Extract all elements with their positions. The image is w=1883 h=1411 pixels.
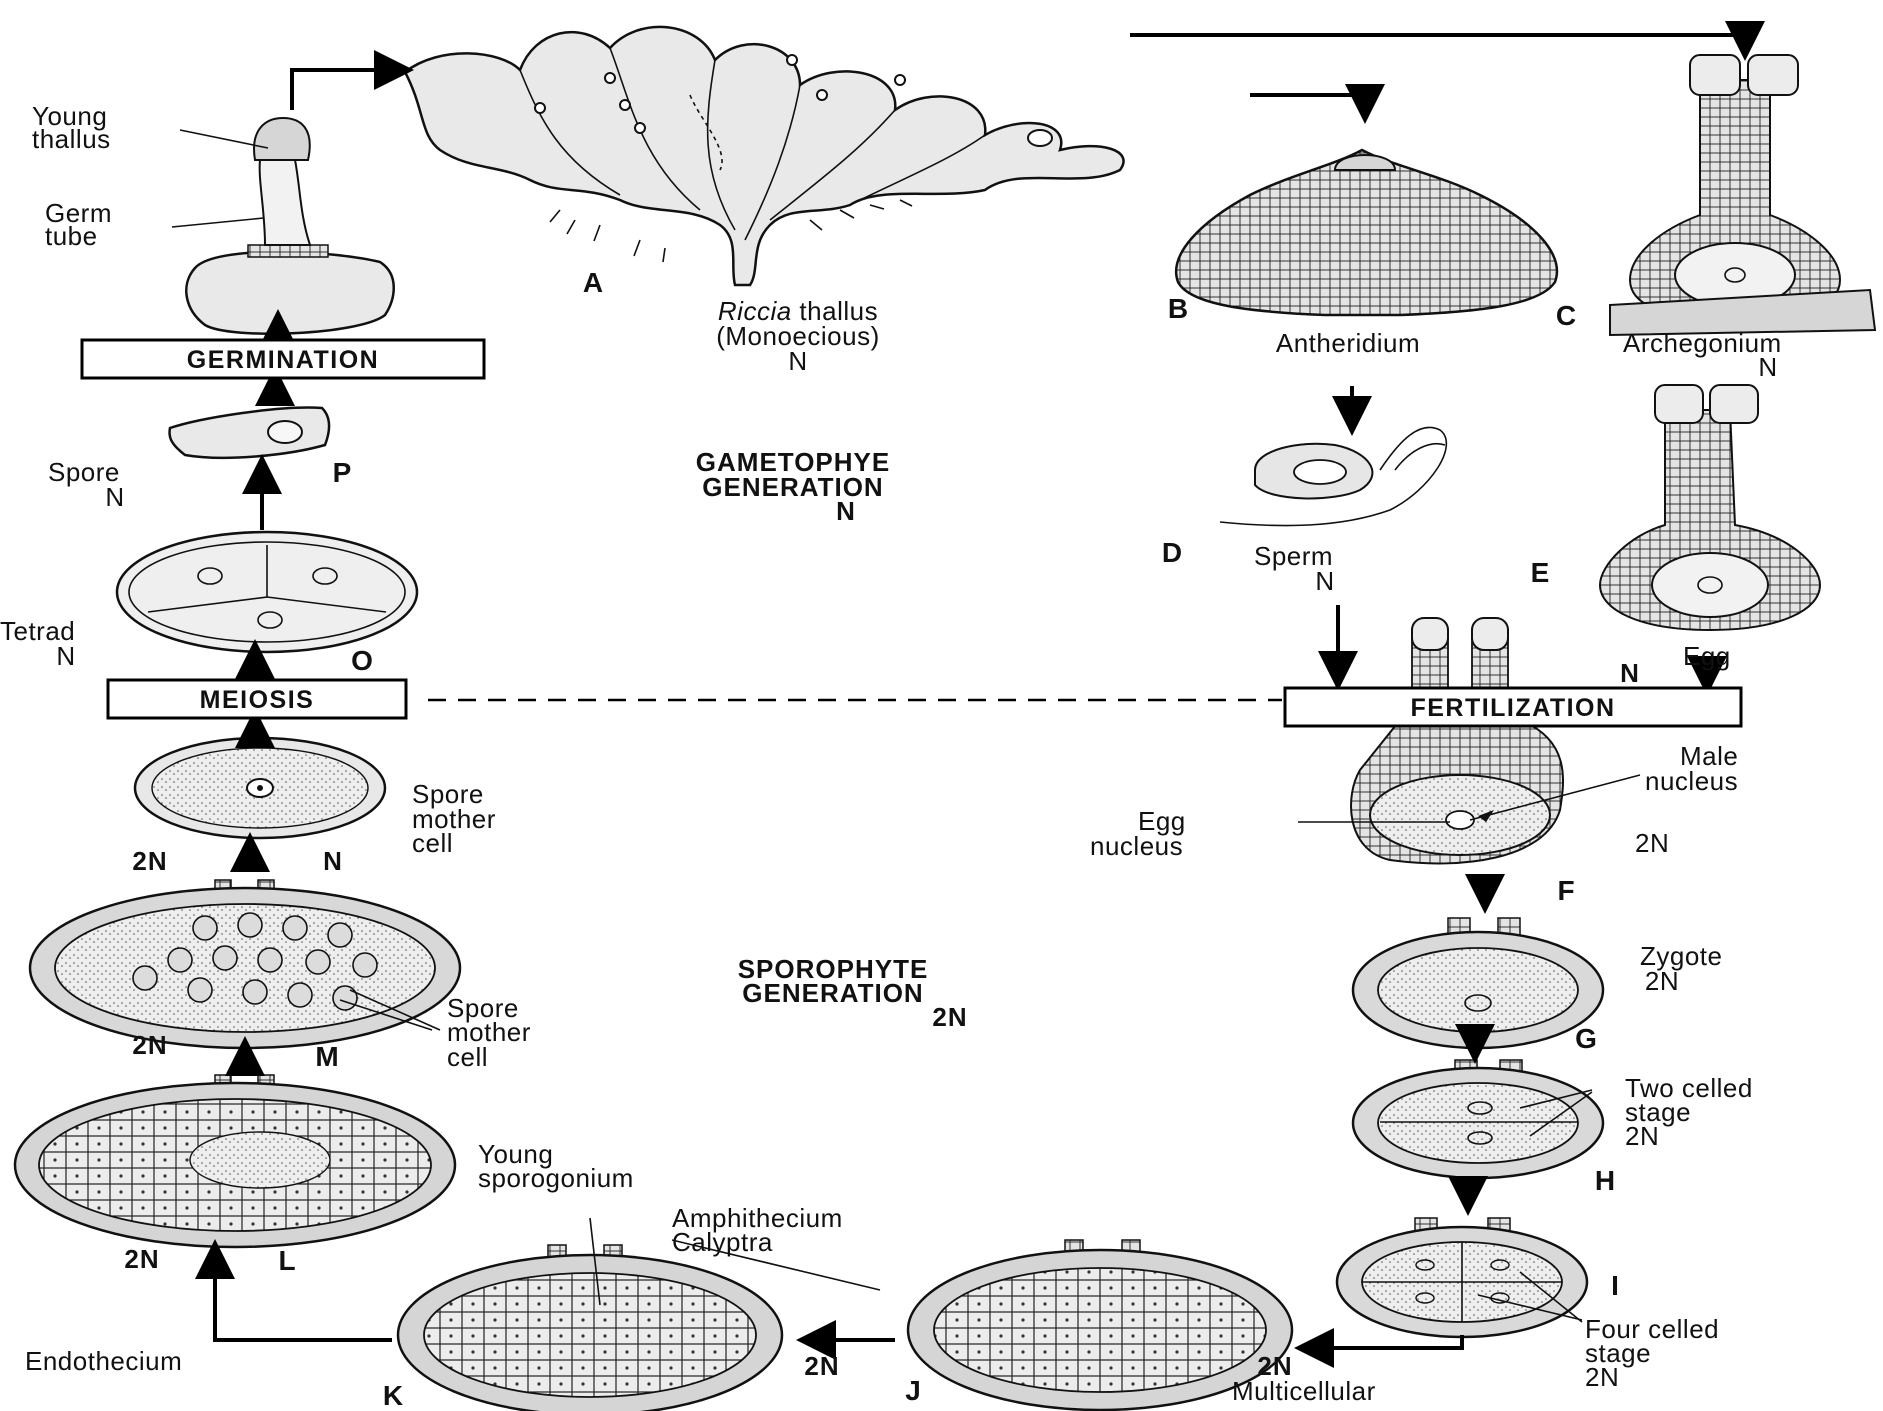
spore-mother-cell-drawing — [135, 738, 385, 838]
endothecium-label: Endothecium — [25, 1346, 182, 1376]
germinating-spore-drawing — [186, 118, 393, 334]
stage-letter-f: F — [1557, 875, 1574, 906]
sperm-ploidy: N — [1315, 566, 1334, 596]
male-nucleus-label-2: nucleus — [1645, 766, 1738, 796]
stage-letter-j: J — [905, 1375, 921, 1406]
fertilized-ploidy: 2N — [1635, 828, 1669, 858]
smc-lower-label-3: cell — [447, 1042, 488, 1072]
egg-label: Egg — [1683, 641, 1731, 671]
young-sporogonium-label-2: sporogonium — [478, 1163, 634, 1193]
capsule-spore-mother-cells-drawing — [30, 880, 460, 1048]
smc-upper-label-3: cell — [412, 828, 453, 858]
zygote-ploidy: 2N — [1645, 966, 1679, 996]
fertilization-label: FERTILIZATION — [1410, 694, 1615, 722]
antheridium-label: Antheridium — [1276, 328, 1420, 358]
egg-nucleus-label-2: nucleus — [1090, 831, 1183, 861]
tetrad-drawing — [117, 532, 417, 652]
archegonium-e-drawing — [1600, 385, 1820, 630]
archegonium-ploidy: N — [1758, 352, 1777, 382]
meiosis-label: MEIOSIS — [200, 686, 315, 714]
zygote-drawing — [1353, 918, 1603, 1048]
stage-letter-k: K — [383, 1380, 403, 1411]
thallus-ploidy: N — [788, 346, 807, 376]
stage-letter-i: I — [1611, 1270, 1619, 1301]
riccia-thallus-drawing — [405, 27, 1124, 285]
stage-letter-o: O — [351, 645, 373, 676]
k-ploidy: 2N — [804, 1351, 839, 1381]
stage-letter-m: M — [315, 1041, 338, 1072]
calyptra-label: Calyptra — [672, 1227, 773, 1257]
sporophyte-title-3: 2N — [932, 1002, 967, 1032]
young-sporogonium-drawing — [15, 1075, 455, 1247]
stage-letter-e: E — [1531, 557, 1550, 588]
stage-letter-d: D — [1162, 537, 1182, 568]
sporophyte-title-2: GENERATION — [742, 978, 923, 1008]
stage-letter-p: P — [333, 457, 352, 488]
two-celled-stage-drawing — [1353, 1060, 1603, 1178]
smc-lower-ploidy: 2N — [132, 1030, 167, 1060]
two-celled-label-3: 2N — [1625, 1121, 1659, 1151]
spore-ploidy: N — [105, 482, 124, 512]
stage-letter-l: L — [278, 1245, 295, 1276]
gametophyte-title-3: N — [836, 496, 856, 526]
stage-letter-c: C — [1556, 300, 1576, 331]
smc-upper-left-ploidy: 2N — [132, 846, 167, 876]
young-sporogonium-ploidy: 2N — [124, 1244, 159, 1274]
young-thallus-label-2: thallus — [32, 124, 111, 154]
sporogonium-k-drawing — [398, 1245, 782, 1411]
stage-letter-b: B — [1168, 293, 1188, 324]
smc-upper-right-ploidy: N — [323, 846, 343, 876]
stage-letter-h: H — [1595, 1165, 1615, 1196]
spore-p-drawing — [170, 408, 330, 458]
germination-label: GERMINATION — [187, 346, 379, 374]
four-celled-label-3: 2N — [1585, 1362, 1619, 1392]
antheridium-drawing — [1176, 150, 1557, 315]
four-celled-stage-drawing — [1337, 1218, 1587, 1337]
gametophyte-title-2: GENERATION — [702, 472, 883, 502]
tetrad-ploidy: N — [56, 641, 75, 671]
germ-tube-label-2: tube — [45, 221, 98, 251]
stage-letter-a: A — [583, 267, 603, 298]
egg-ploidy: N — [1620, 658, 1640, 688]
archegonium-c-drawing — [1610, 55, 1875, 335]
multicellular-label: Multicellular — [1232, 1376, 1376, 1406]
sperm-drawing — [1220, 427, 1446, 525]
stage-letter-g: G — [1575, 1023, 1597, 1054]
archegonium-f-drawing — [1351, 618, 1563, 863]
